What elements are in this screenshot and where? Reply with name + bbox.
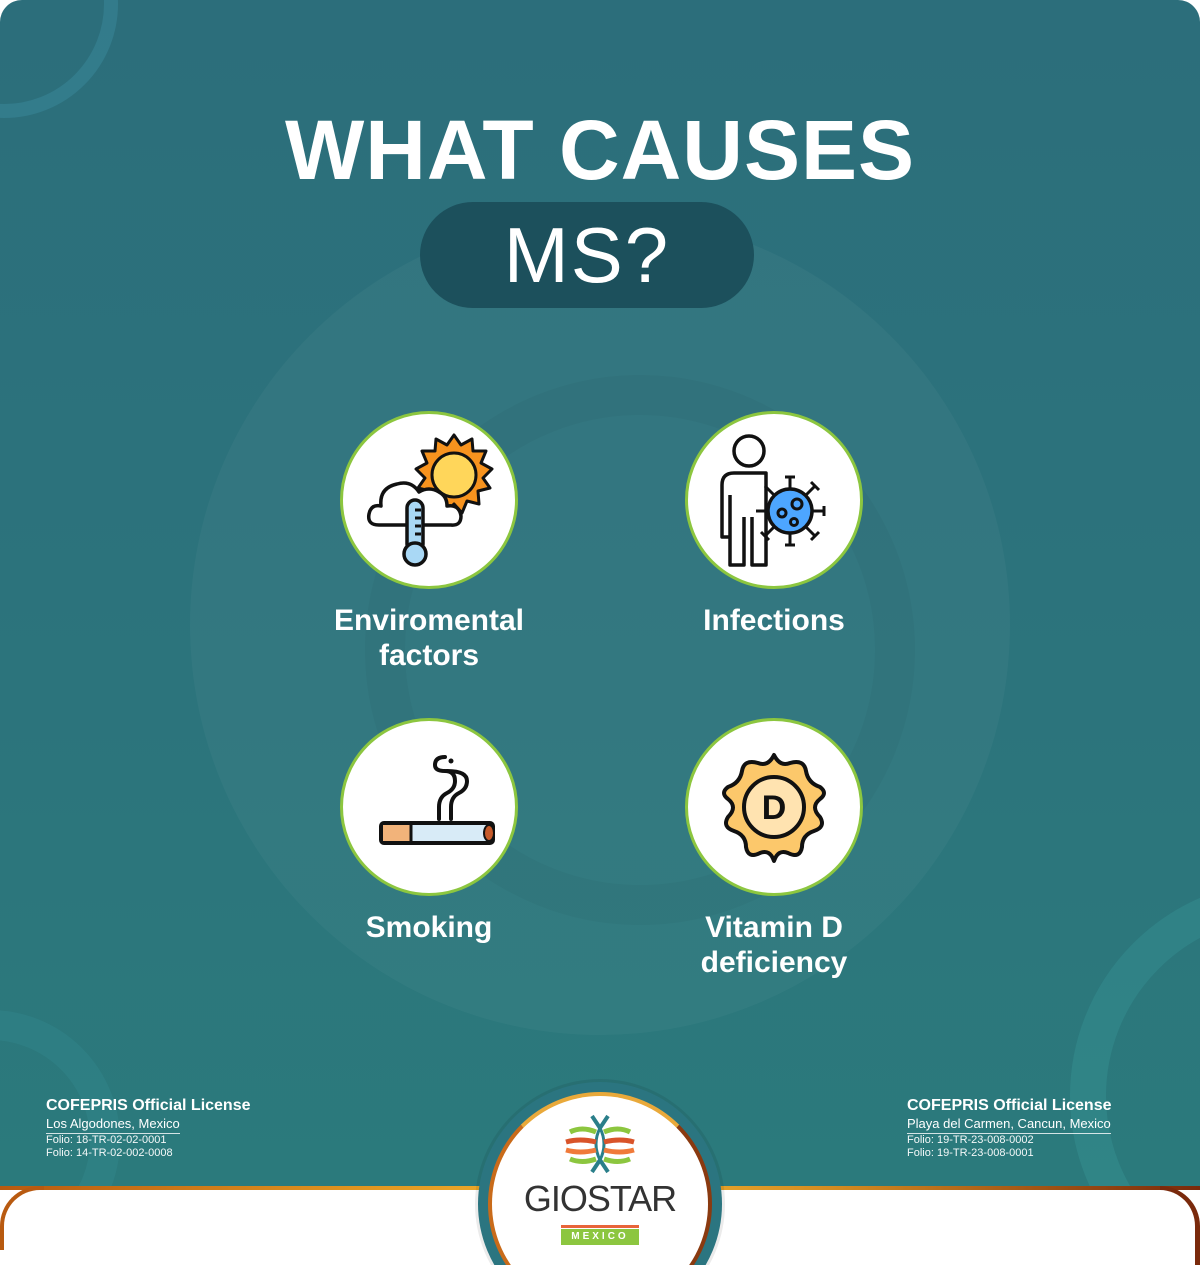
logo-divider [561,1225,639,1228]
cause-label: Enviromental factors [299,603,559,673]
license-folio: Folio: 19-TR-23-008-0001 [907,1147,1034,1159]
license-folio: Folio: 18-TR-02-02-0001 [46,1134,167,1146]
cause-label-line2: factors [378,639,480,672]
cause-label-line1: Vitamin D [705,911,843,944]
giostar-emblem-icon [565,1114,635,1174]
icon-circle [340,718,518,896]
cause-infections: Infections [644,411,904,638]
cause-label-line1: Infections [703,604,845,637]
cause-label: Vitamin D deficiency [644,910,904,980]
license-location: Los Algodones, Mexico [46,1116,180,1134]
license-heading: COFEPRIS Official License [46,1097,251,1114]
cause-label: Smoking [299,910,559,945]
icon-circle [340,411,518,589]
cause-vitamin-d: D Vitamin D deficiency [644,718,904,980]
cause-smoking: Smoking [299,718,559,945]
icon-circle [685,411,863,589]
cause-label: Infections [644,603,904,638]
cause-label-line2: deficiency [700,946,848,979]
license-location: Playa del Carmen, Cancun, Mexico [907,1116,1111,1134]
vitamin-d-sun-icon: D [722,753,826,863]
cigarette-icon [379,755,495,845]
title-pill: MS? [420,202,754,308]
svg-text:D: D [762,789,787,827]
logo-subtitle: MEXICO [561,1229,639,1245]
license-folio: Folio: 19-TR-23-008-0002 [907,1134,1034,1146]
license-heading: COFEPRIS Official License [907,1097,1112,1114]
cause-label-line1: Enviromental [333,604,525,637]
license-right: COFEPRIS Official License Playa del Carm… [907,1097,1112,1160]
weather-thermometer-icon [366,433,494,567]
cause-environmental: Enviromental factors [299,411,559,673]
cause-label-line1: Smoking [365,911,493,944]
license-left: COFEPRIS Official License Los Algodones,… [46,1097,251,1160]
person-virus-icon [720,434,826,567]
license-folio: Folio: 14-TR-02-002-0008 [46,1147,173,1159]
logo-name: GIOSTAR [523,1178,677,1219]
page-subtitle: MS? [503,210,671,299]
page-title: WHAT CAUSES [284,103,916,197]
icon-circle: D [685,718,863,896]
